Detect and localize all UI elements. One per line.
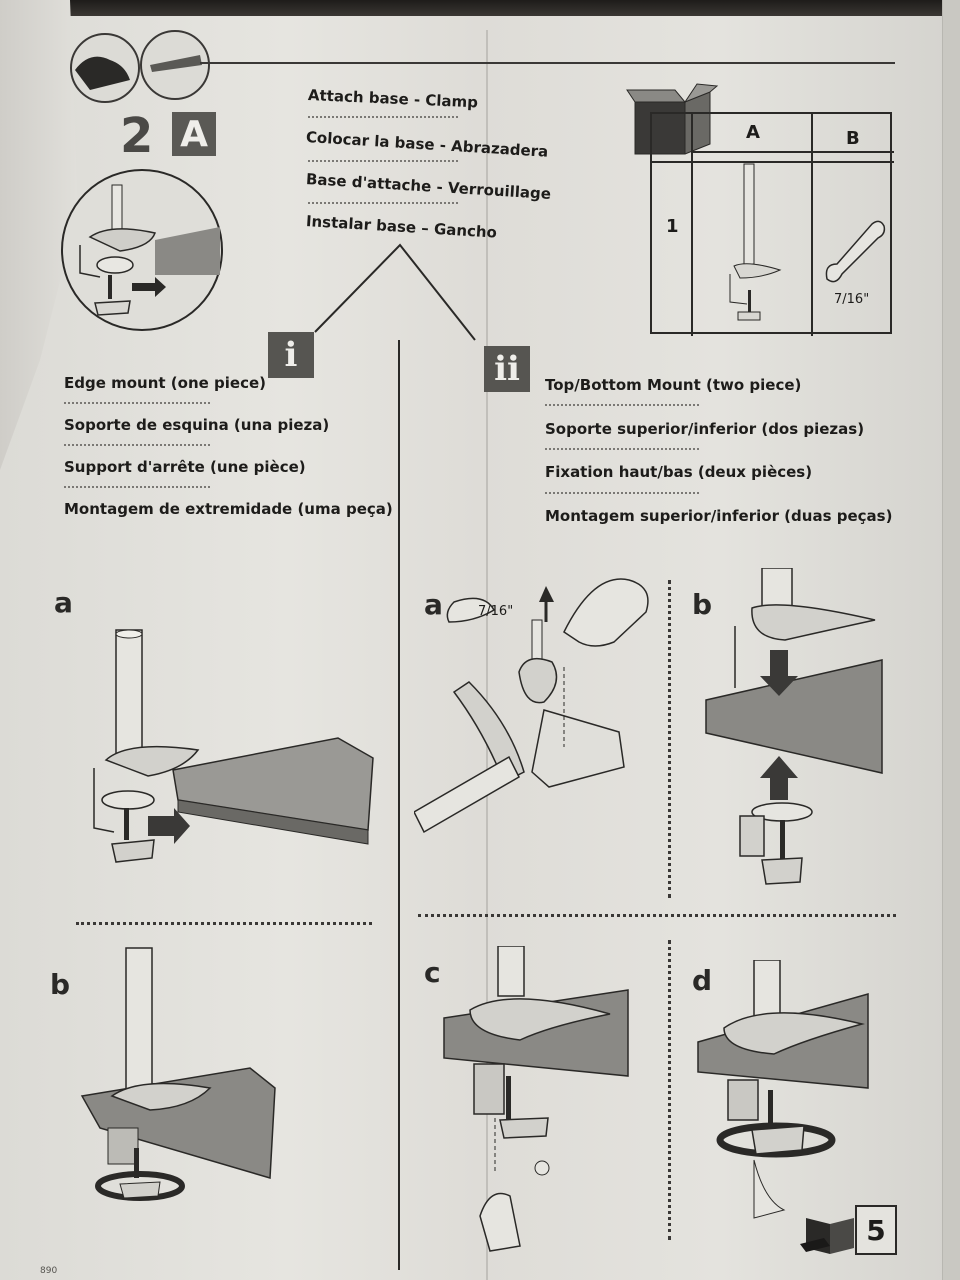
title-es: Colocar la base - Abrazadera — [305, 128, 549, 161]
option2-label-es: Soporte superior/inferior (dos piezas) — [545, 420, 865, 438]
top-bottom-step-a — [414, 578, 649, 834]
title-divider — [308, 200, 458, 204]
edge-mount-step-b — [80, 947, 276, 1201]
label-divider — [64, 442, 210, 446]
page-stack-edge — [942, 0, 960, 1280]
footer-code: 890 — [40, 1266, 58, 1276]
table-col-a: A — [746, 122, 760, 143]
label-divider — [545, 402, 699, 406]
right-step-d: d — [692, 964, 713, 997]
title-divider — [308, 114, 458, 118]
right-top-separator — [668, 580, 671, 898]
top-bottom-step-c — [443, 946, 629, 1252]
label-divider — [545, 446, 699, 450]
page-number: 5 — [855, 1205, 897, 1255]
right-step-c: c — [424, 956, 441, 989]
right-step-b: b — [692, 588, 713, 621]
book-icon — [800, 1218, 854, 1254]
label-divider — [64, 400, 210, 404]
option2-label-fr: Fixation haut/bas (deux pièces) — [545, 463, 813, 481]
option-i-marker: i — [268, 332, 314, 378]
step-number: 2 — [120, 108, 154, 164]
right-bottom-separator — [668, 940, 671, 1240]
header-rule — [200, 62, 895, 64]
title-en: Attach base - Clamp — [307, 86, 479, 112]
option1-label-en: Edge mount (one piece) — [64, 374, 267, 392]
option-ii-marker: ii — [484, 346, 530, 392]
title-pt: Instalar base – Gancho — [305, 212, 498, 242]
right-step-a: a — [424, 588, 443, 621]
header-thumbnails — [70, 30, 210, 103]
top-bottom-step-d — [697, 960, 869, 1219]
wrench-size-label: 7/16" — [834, 292, 870, 307]
page-fold — [486, 30, 488, 1280]
left-step-a: a — [54, 586, 73, 619]
edge-mount-step-a — [93, 629, 374, 863]
option2-label-en: Top/Bottom Mount (two piece) — [545, 376, 802, 394]
option2-label-pt: Montagem superior/inferior (duas peças) — [545, 507, 893, 525]
table-row-number: 1 — [666, 216, 679, 237]
column-divider — [398, 340, 400, 1270]
step-letter: A — [172, 112, 216, 156]
option1-label-es: Soporte de esquina (una pieza) — [64, 416, 330, 434]
option1-label-pt: Montagem de extremidade (uma peça) — [64, 500, 393, 518]
wrench-size-callout: 7/16" — [478, 604, 514, 619]
title-fr: Base d'attache - Verrouillage — [305, 170, 552, 203]
table-col-b: B — [846, 128, 860, 149]
left-step-b: b — [50, 968, 71, 1001]
title-divider — [308, 158, 458, 162]
label-divider — [545, 490, 699, 494]
background-edge — [0, 0, 960, 16]
right-step-separator — [418, 914, 896, 917]
left-step-separator — [76, 922, 372, 925]
branch-lines — [314, 243, 476, 341]
top-bottom-step-b — [705, 568, 883, 885]
option1-label-fr: Support d'arrête (une pièce) — [64, 458, 306, 476]
label-divider — [64, 484, 210, 488]
clamp-detail-circle — [61, 169, 223, 331]
parts-table: A B 1 7/16" — [650, 112, 894, 336]
